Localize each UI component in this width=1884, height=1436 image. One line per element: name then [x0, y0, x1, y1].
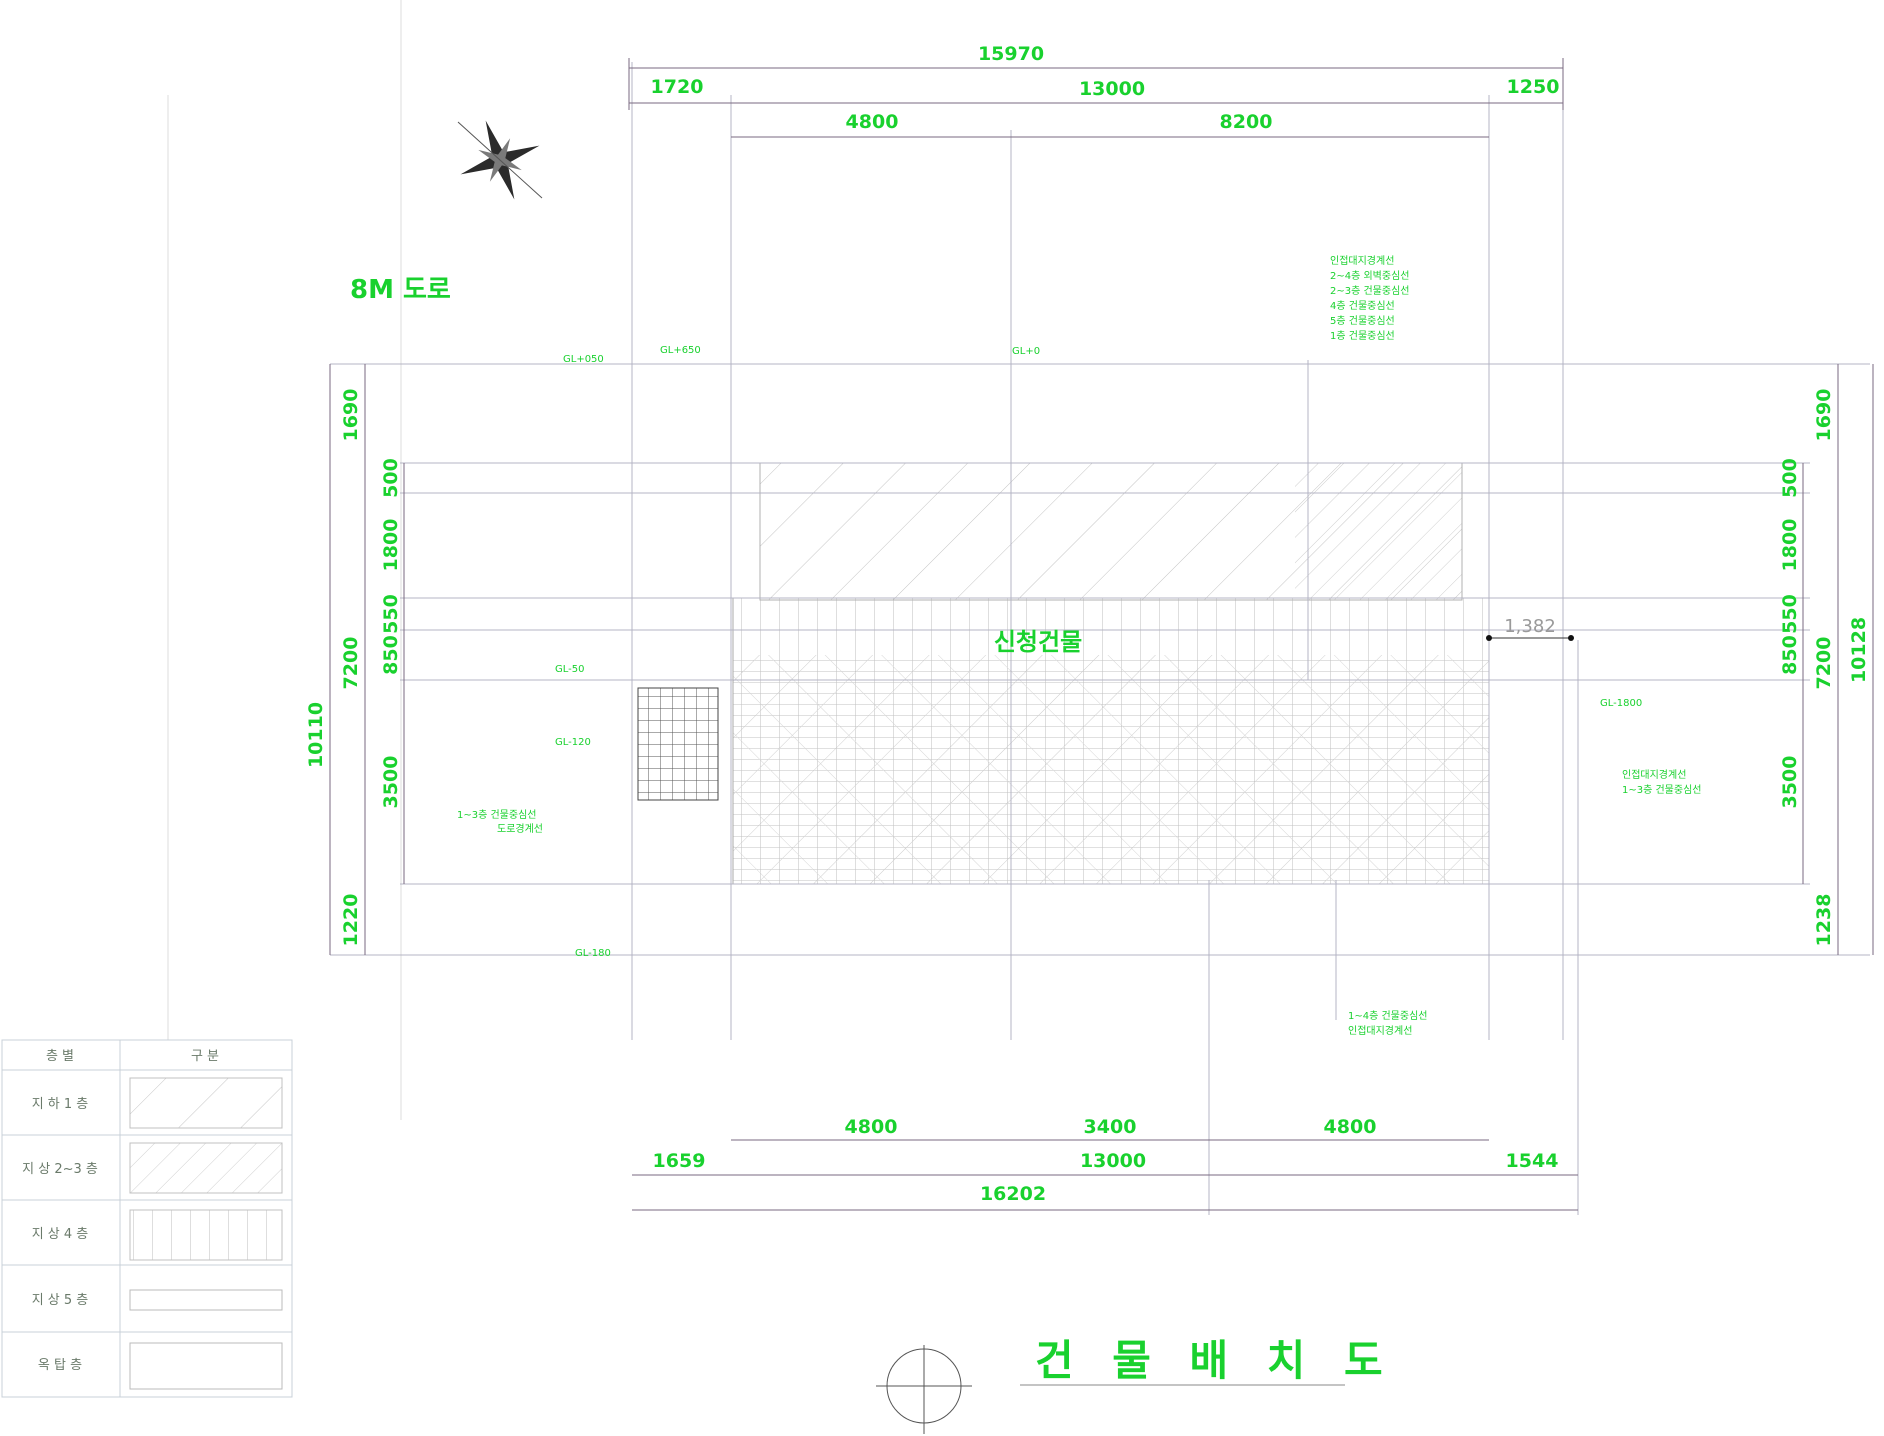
- note-left: 1~3층 건물중심선 도로경계선: [457, 809, 543, 835]
- gl-mark: GL-1800: [1600, 698, 1642, 709]
- top-bay1-dim: 4800: [846, 111, 899, 133]
- right-s3-dim: 550: [1779, 594, 1801, 634]
- legend-header-floor: 층 별: [46, 1049, 74, 1064]
- building-label: 신청건물: [994, 628, 1082, 656]
- right-bottom-dim: 1238: [1813, 894, 1835, 947]
- note-line: 인접대지경계선: [1348, 1024, 1412, 1037]
- gl-mark: GL-180: [575, 948, 611, 959]
- left-s3-dim: 550: [380, 594, 402, 634]
- left-dimension-lines: [329, 364, 405, 955]
- bottom-bay2-dim: 3400: [1084, 1116, 1137, 1138]
- top-left-margin-dim: 1720: [651, 76, 704, 98]
- note-top-right: 인접대지경계선 2~4층 외벽중심선 2~3층 건물중심선 4층 건물중심선 5…: [1330, 254, 1409, 342]
- right-overall-dim: 10128: [1848, 617, 1870, 683]
- right-top-dim: 1690: [1813, 389, 1835, 442]
- bottom-middle-dim: 13000: [1080, 1150, 1146, 1172]
- bottom-right-margin-dim: 1544: [1506, 1150, 1559, 1172]
- north-arrow-icon: [457, 120, 543, 200]
- note-line: 2~3층 건물중심선: [1330, 285, 1409, 297]
- top-overall-dim: 15970: [978, 43, 1044, 65]
- guide-lines: [167, 0, 402, 1120]
- left-top-dim: 1690: [340, 389, 362, 442]
- note-line: 도로경계선: [497, 822, 543, 835]
- offset-label: 1,382: [1504, 616, 1556, 637]
- bottom-left-margin-dim: 1659: [653, 1150, 706, 1172]
- left-mid-dim: 7200: [340, 637, 362, 690]
- right-s4-dim: 850: [1779, 635, 1801, 675]
- left-s2-dim: 1800: [380, 519, 402, 572]
- gl-mark: GL+650: [660, 345, 701, 356]
- right-s1-dim: 500: [1779, 458, 1801, 498]
- left-s4-dim: 850: [380, 635, 402, 675]
- note-line: 1층 건물중심선: [1330, 330, 1395, 342]
- right-mid-dim: 7200: [1813, 637, 1835, 690]
- legend-header-type: 구 분: [191, 1049, 219, 1064]
- note-bottom: 1~4층 건물중심선 인접대지경계선: [1348, 1010, 1427, 1037]
- legend-row: 옥 탑 층: [38, 1358, 82, 1373]
- note-line: 4층 건물중심선: [1330, 300, 1395, 312]
- gl-mark: GL+0: [1012, 346, 1040, 357]
- building-footprint: [637, 462, 1490, 885]
- right-s2-dim: 1800: [1779, 519, 1801, 572]
- road-label: 8M 도로: [350, 275, 451, 305]
- left-bottom-dim: 1220: [340, 894, 362, 947]
- legend-row: 지 하 1 층: [32, 1097, 89, 1112]
- legend-row: 지 상 2~3 층: [22, 1162, 98, 1177]
- note-line: 2~4층 외벽중심선: [1330, 270, 1409, 282]
- bottom-dimension-lines: [632, 1139, 1578, 1211]
- right-dimension-lines: [1802, 364, 1874, 955]
- drawing-title: 건 물 배 치 도: [1035, 1336, 1395, 1385]
- bottom-bay3-dim: 4800: [1324, 1116, 1377, 1138]
- note-line: 인접대지경계선: [1622, 768, 1686, 781]
- left-s5-dim: 3500: [380, 756, 402, 809]
- top-right-margin-dim: 1250: [1507, 76, 1560, 98]
- top-bay2-dim: 8200: [1220, 111, 1273, 133]
- gl-marks: GL+050 GL+650 GL+0 GL-50 GL-120 GL-180 G…: [555, 345, 1642, 959]
- gl-mark: GL-120: [555, 737, 591, 748]
- right-s5-dim: 3500: [1779, 756, 1801, 809]
- note-line: 5층 건물중심선: [1330, 315, 1395, 327]
- bottom-bay1-dim: 4800: [845, 1116, 898, 1138]
- drawing-title-block: 건 물 배 치 도: [876, 1336, 1395, 1434]
- top-middle-dim: 13000: [1079, 78, 1145, 100]
- note-line: 1~4층 건물중심선: [1348, 1010, 1427, 1022]
- gl-mark: GL-50: [555, 664, 584, 675]
- left-s1-dim: 500: [380, 458, 402, 498]
- note-line: 1~3층 건물중심선: [457, 809, 536, 821]
- bottom-overall-dim: 16202: [980, 1183, 1046, 1205]
- legend-row: 지 상 5 층: [32, 1293, 89, 1308]
- note-line: 1~3층 건물중심선: [1622, 784, 1701, 796]
- legend-row: 지 상 4 층: [32, 1227, 89, 1242]
- top-dimension-lines: [628, 58, 1564, 138]
- note-right: 인접대지경계선 1~3층 건물중심선: [1622, 768, 1701, 796]
- legend-table: 층 별 구 분 지 하 1 층 지 상 2~3 층 지 상 4 층 지 상 5 …: [1, 1039, 293, 1398]
- grid-lines-horizontal: [330, 363, 1870, 956]
- left-overall-dim: 10110: [305, 702, 327, 768]
- grid-lines-vertical: [631, 62, 1579, 1215]
- gl-mark: GL+050: [563, 354, 604, 365]
- note-line: 인접대지경계선: [1330, 254, 1394, 267]
